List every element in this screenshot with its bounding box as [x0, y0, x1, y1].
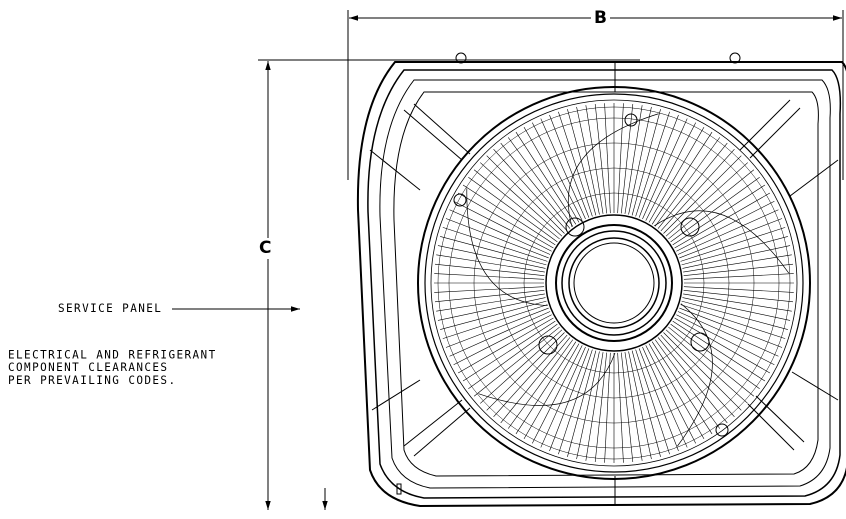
dimension-c — [258, 59, 640, 510]
dimension-b-label: B — [591, 10, 610, 27]
service-panel-label: SERVICE PANEL — [58, 301, 163, 316]
dimension-c-label: C — [259, 238, 272, 259]
fan-guard — [417, 86, 811, 480]
clearance-note-line: COMPONENT CLEARANCES — [8, 360, 169, 375]
fan-blades — [466, 113, 790, 447]
guard-rings — [437, 106, 791, 460]
clearance-note-line: ELECTRICAL AND REFRIGERANT — [8, 348, 217, 362]
guard-spokes — [434, 103, 794, 463]
clearance-note: ELECTRICAL AND REFRIGERANT COMPONENT CLE… — [8, 349, 217, 387]
clearance-note-line: PER PREVAILING CODES. — [8, 373, 177, 387]
cabinet-outline — [356, 52, 846, 508]
